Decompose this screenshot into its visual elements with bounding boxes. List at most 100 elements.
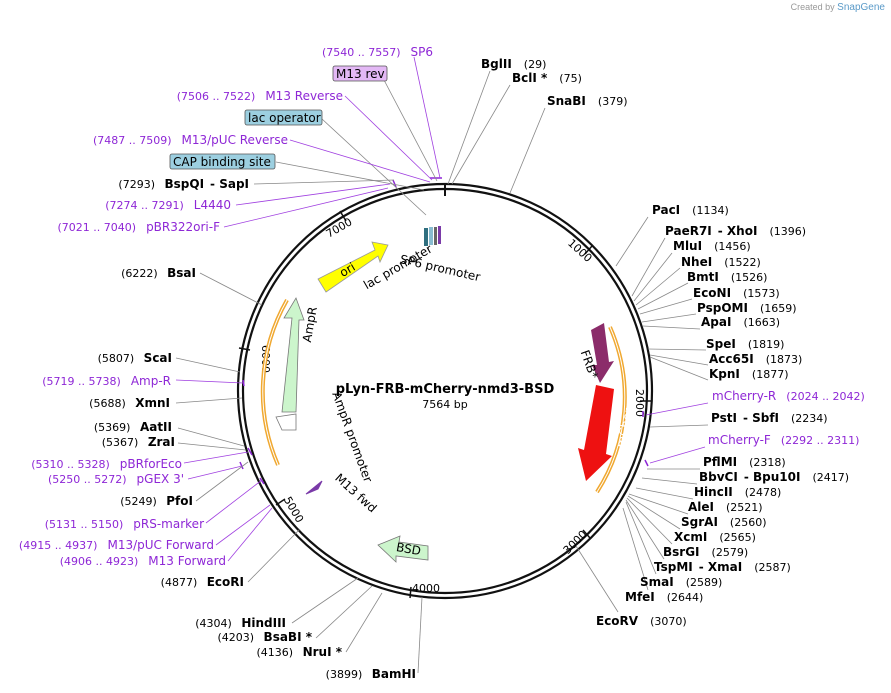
leader — [177, 442, 247, 451]
leader — [247, 528, 301, 583]
cds-arc-right-core — [596, 326, 626, 493]
ampr-arrow — [281, 297, 305, 413]
tick-label-1000: 1000 — [565, 237, 595, 265]
m13rev-box — [332, 65, 388, 82]
sp6-promoter-label: SP6 promoter — [399, 252, 482, 284]
leader — [417, 596, 423, 674]
credit-text: Created by — [790, 2, 835, 12]
leader — [199, 272, 263, 306]
site-label: (6222) BsaI — [121, 266, 196, 280]
cap-label: CAP binding site — [173, 155, 271, 169]
site-label: MluI(1456) — [673, 239, 751, 253]
primer-label: (7506 .. 7522)M13 Reverse — [177, 89, 343, 103]
leader — [223, 187, 389, 228]
leader — [187, 465, 243, 480]
mcherry-label: mCherry — [614, 395, 638, 449]
site-label: MfeI(2644) — [625, 590, 703, 604]
tick-1000 — [584, 245, 593, 255]
site-label: SgrAI(2560) — [681, 515, 766, 529]
ori-label: ori — [337, 260, 358, 280]
leader — [183, 451, 249, 464]
plasmid-size: 7564 bp — [422, 398, 467, 411]
leader — [205, 479, 263, 524]
leader — [645, 402, 709, 416]
leader — [615, 216, 649, 267]
snapgene-credit: Created by SnapGene — [791, 2, 885, 13]
primer-bar-pgex — [239, 461, 244, 470]
leader — [291, 577, 359, 624]
bsd-label: BSD — [395, 540, 422, 558]
leader — [413, 56, 441, 179]
leader — [575, 545, 619, 613]
cap-mark — [429, 227, 433, 245]
leader — [509, 107, 546, 194]
site-label: TspMI- XmaI(2587) — [654, 560, 791, 574]
leader — [635, 267, 681, 306]
leader — [451, 84, 511, 185]
primer-label: (7021 .. 7040)pBR322ori-F — [58, 220, 221, 234]
ampr-promoter-arrow — [275, 413, 297, 431]
primer-bar-prs — [259, 477, 265, 485]
leader — [383, 79, 438, 182]
site-label: NheI(1522) — [681, 255, 761, 269]
primer-bar-pbrforeco — [247, 447, 253, 456]
site-label: PaeR7I- XhoI(1396) — [665, 224, 806, 238]
primer-bar-ampr — [242, 379, 245, 387]
leader — [626, 497, 673, 545]
primer-label: mCherry-R(2024 .. 2042) — [712, 389, 865, 403]
site-label: EcoRV(3070) — [596, 614, 687, 628]
promoter-block — [424, 226, 441, 246]
tick-label-2000: 2000 — [633, 389, 646, 417]
site-label: SnaBI(379) — [547, 94, 628, 108]
leader — [175, 357, 241, 373]
leader — [641, 313, 697, 323]
leaders-left — [175, 95, 433, 674]
primer-label: (7274 .. 7291)L4440 — [105, 198, 231, 212]
primer-label: (5310 .. 5328)pBRforEco — [31, 457, 182, 471]
promoter-mark — [434, 227, 437, 245]
site-label: (4203) BsaBI * — [217, 630, 312, 644]
primer-label: (5131 .. 5150)pRS-marker — [45, 517, 204, 531]
site-label: Acc65I(1873) — [709, 352, 802, 366]
leader — [649, 446, 706, 464]
leader — [635, 487, 694, 500]
leader — [227, 507, 273, 562]
bsd-arrow — [377, 535, 429, 563]
tick-4000 — [409, 586, 412, 599]
lac-operator-mark — [424, 228, 428, 246]
tick-5000 — [275, 498, 286, 506]
site-label: (4877) EcoRI — [161, 575, 244, 589]
mcherry-arrow — [578, 385, 614, 481]
leader — [177, 427, 245, 447]
site-label: (4304) HindIII — [195, 616, 286, 630]
tick-7000 — [339, 210, 347, 222]
leader — [637, 282, 689, 310]
leader — [633, 252, 673, 302]
credit-brand: SnapGene — [837, 2, 885, 13]
site-label: (7293) BspQI- SapI — [118, 177, 249, 191]
leader — [195, 461, 249, 502]
site-label: BglII(29) — [481, 57, 546, 71]
site-label: PacI(1134) — [652, 203, 729, 217]
site-label: KpnI(1877) — [709, 367, 788, 381]
m13rev-label: M13 rev — [336, 67, 385, 81]
site-label: EcoNI(1573) — [693, 286, 780, 300]
primer-label: (5719 .. 5738)Amp-R — [42, 374, 171, 388]
leader — [345, 592, 383, 653]
leader — [649, 354, 709, 366]
leader — [649, 356, 709, 381]
leader — [631, 237, 666, 297]
site-label: BsrGI(2579) — [663, 545, 748, 559]
primer-bar-mcherry-f — [644, 459, 649, 467]
plasmid-name: pLyn-FRB-mCherry-nmd3-BSD — [336, 382, 555, 397]
right-site-labels: BglII(29)BclI *(75)SnaBI(379)PacI(1134)P… — [481, 57, 849, 628]
tick-label-4000: 4000 — [412, 582, 440, 595]
leader — [639, 298, 693, 315]
site-label: (5367) ZraI — [102, 435, 175, 449]
leader — [622, 507, 649, 591]
ori-arrow — [317, 241, 389, 293]
site-label: (5688) XmnI — [89, 396, 170, 410]
leader — [235, 183, 391, 206]
leader — [625, 499, 665, 560]
